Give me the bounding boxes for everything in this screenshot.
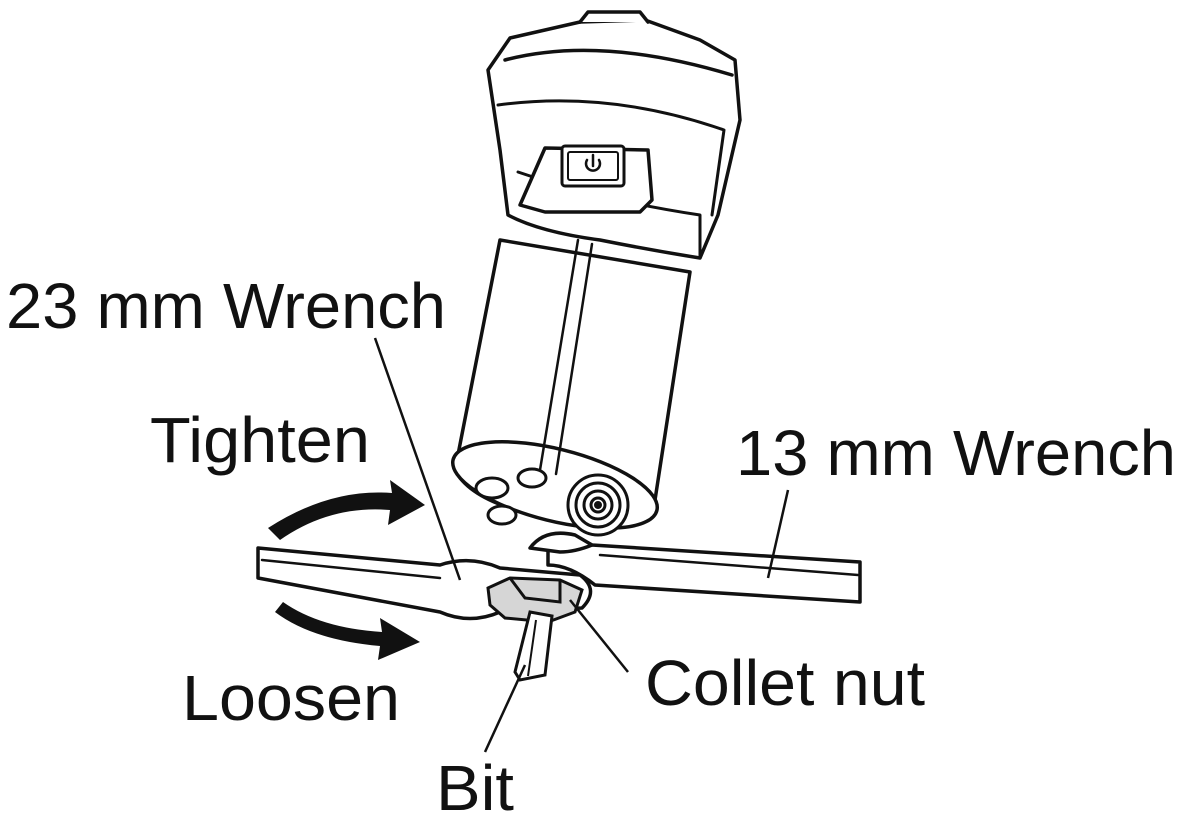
base-details	[474, 467, 630, 537]
label-tighten: Tighten	[150, 404, 370, 476]
leader-23mm	[373, 337, 462, 581]
housing-seam	[538, 238, 594, 476]
loosen-arrow	[275, 602, 420, 660]
head-tab	[578, 10, 650, 24]
bit-flute	[527, 619, 537, 677]
collet-nut-face	[508, 577, 562, 604]
power-icon	[584, 153, 602, 172]
wrench-13mm-jaw	[528, 531, 594, 554]
shaft-lock-ring-2	[574, 481, 622, 529]
head-ridge	[496, 99, 726, 217]
base-hole-3	[486, 504, 518, 526]
wrench-23mm-groove	[260, 558, 442, 580]
wrench-13mm-groove	[598, 553, 860, 577]
bit-shank	[513, 610, 554, 682]
shaft-lock-center	[594, 501, 602, 509]
base-hole-1	[474, 476, 510, 500]
head-top-band	[503, 48, 734, 77]
leader-lines	[373, 337, 790, 753]
base-hole-2	[516, 467, 548, 489]
leader-13mm	[766, 489, 790, 579]
shaft-lock-ring-4	[589, 496, 607, 514]
tool-body	[450, 10, 742, 530]
label-loosen: Loosen	[182, 662, 400, 734]
label-bit: Bit	[436, 752, 514, 817]
wrench-13mm	[528, 531, 862, 604]
label-collet-nut: Collet nut	[645, 647, 925, 719]
leader-bit	[483, 664, 527, 753]
shaft-lock-ring-3	[582, 489, 614, 521]
leader-collet-nut	[569, 599, 629, 673]
collet-nut	[486, 576, 584, 624]
label-13mm-wrench: 13 mm Wrench	[736, 417, 1176, 489]
power-switch	[560, 144, 626, 188]
tighten-arrow	[268, 480, 425, 540]
label-23mm-wrench: 23 mm Wrench	[6, 270, 446, 342]
wrench-13mm-handle	[546, 535, 862, 604]
router-bit	[513, 610, 554, 682]
